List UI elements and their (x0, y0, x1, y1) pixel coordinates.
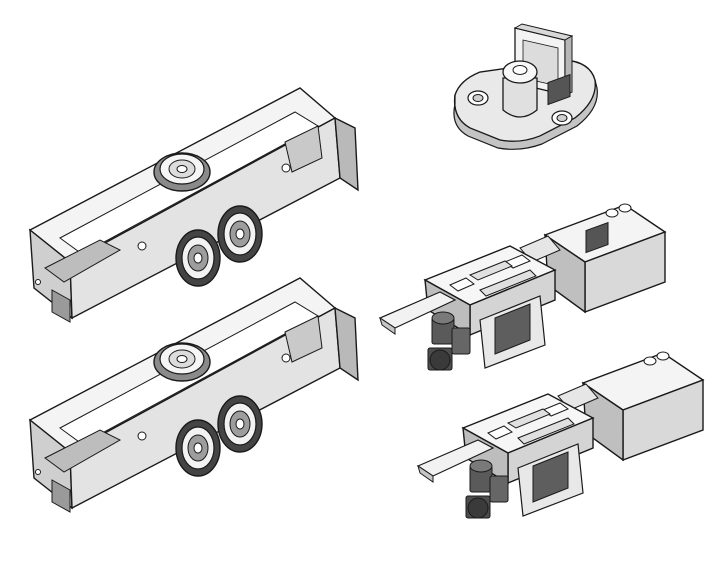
floor-guide (453, 23, 598, 150)
